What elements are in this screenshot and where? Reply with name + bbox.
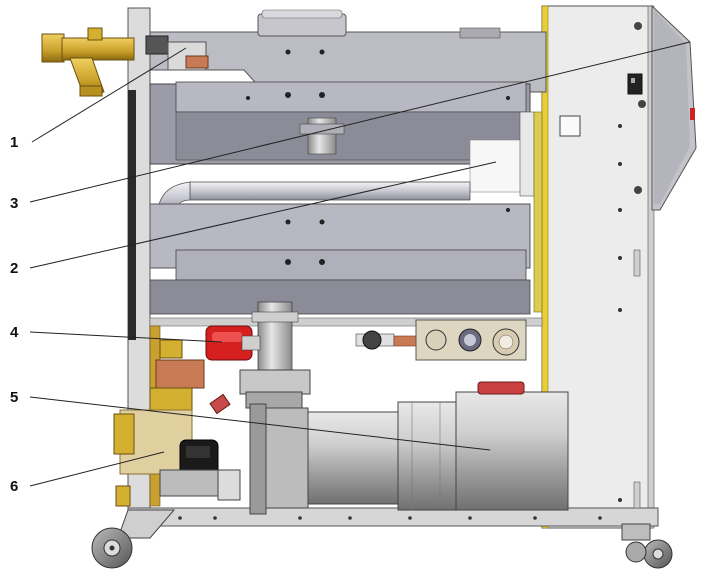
leader-line-1	[31, 47, 187, 143]
casters	[91, 509, 673, 569]
control-panel	[559, 4, 697, 509]
callout-6: 6	[10, 478, 18, 495]
inlet-strainer	[41, 27, 209, 97]
lower-tank	[149, 203, 531, 315]
leader-line-3	[29, 41, 691, 203]
upper-tank	[149, 9, 547, 193]
callout-2: 2	[10, 260, 18, 277]
drive-motor	[249, 381, 569, 515]
leader-line-2	[29, 161, 497, 269]
callout-4: 4	[10, 324, 19, 341]
callout-1: 1	[10, 134, 18, 151]
callout-3: 3	[10, 195, 18, 212]
circulation-pump	[205, 301, 311, 409]
leader-lines	[29, 41, 691, 487]
leader-line-5	[29, 396, 491, 451]
leader-line-4	[29, 331, 223, 343]
solenoid-valves	[113, 325, 241, 507]
leader-line-6	[29, 451, 165, 487]
edge-columns	[519, 111, 543, 313]
sensor-row	[355, 319, 527, 361]
callout-5: 5	[10, 389, 18, 406]
callout-labels: 1 3 2 4 5 6	[10, 134, 19, 495]
